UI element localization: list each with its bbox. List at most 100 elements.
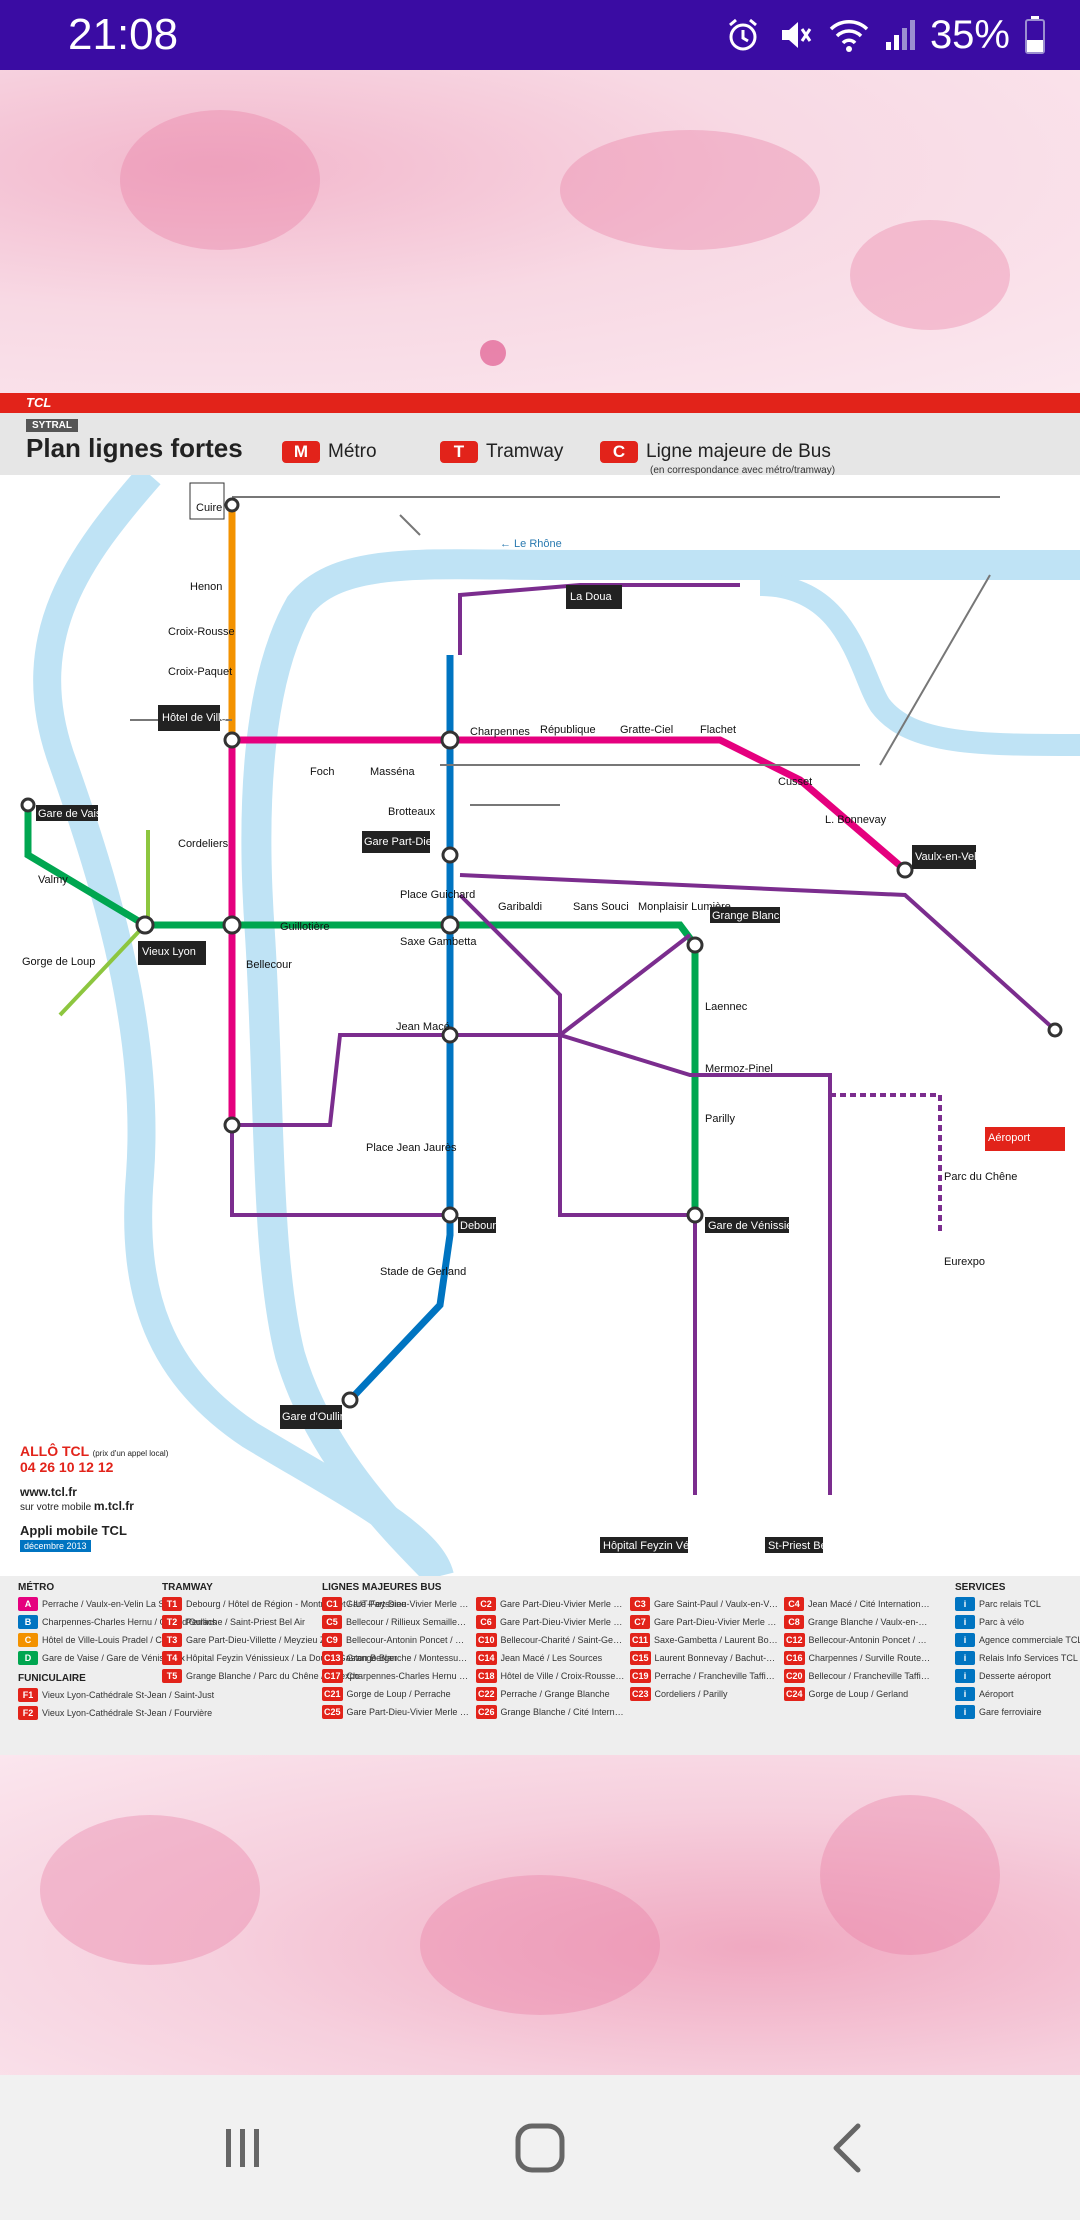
phone-number[interactable]: 04 26 10 12 12: [20, 1459, 114, 1475]
service-item: i Desserte aéroport: [955, 1669, 1075, 1683]
legend-bus-sub: (en correspondance avec métro/tramway): [650, 465, 836, 476]
label-parilly: Parilly: [705, 1113, 735, 1125]
label-gare-venissieux: Gare de Vénissieux: [708, 1220, 804, 1232]
chip-bus: C4: [784, 1597, 804, 1611]
footer-bus-text: Gare Part-Dieu-Vivier Merle / Écully Le …: [500, 1617, 624, 1627]
station-cuire: [224, 497, 240, 513]
service-icon: i: [955, 1633, 975, 1647]
chip-bus: C13: [322, 1651, 343, 1665]
footer-bus-text: Bellecour-Antonin Poncet / Hôpitaux Est: [346, 1635, 470, 1645]
footer-funicular-title: FUNICULAIRE: [18, 1673, 86, 1684]
legend-bus: C Ligne majeure de Bus: [600, 441, 831, 463]
mobile-website[interactable]: m.tcl.fr: [93, 1499, 134, 1513]
footer-bus-text: Bellecour-Charité / Saint-Genis Barolles: [500, 1635, 625, 1645]
website[interactable]: www.tcl.fr: [20, 1485, 77, 1499]
chip-metro-a: A: [18, 1597, 38, 1611]
chip-bus: C16: [784, 1651, 805, 1665]
station-saxe-gambetta: [440, 915, 460, 935]
wallpaper-top: [0, 70, 1080, 393]
back-button[interactable]: [812, 2115, 882, 2181]
river-canal: [759, 574, 1080, 756]
label-garibaldi: Garibaldi: [498, 901, 542, 913]
footer-bus-text: Gorge de Loup / Gerland: [808, 1689, 909, 1699]
service-icon: i: [955, 1687, 975, 1701]
transit-map[interactable]: TCL SYTRAL Plan lignes fortes M Métro T …: [0, 393, 1080, 1755]
station-jean-mace: [441, 1026, 459, 1044]
label-flachet: Flachet: [700, 724, 736, 736]
footer-f1-text: Vieux Lyon-Cathédrale St-Jean / Saint-Ju…: [42, 1690, 215, 1700]
service-text: Desserte aéroport: [979, 1671, 1052, 1681]
chip-bus: C10: [476, 1633, 497, 1647]
footer-bus-text: Hôtel de Ville / Croix-Rousse Nord: [500, 1671, 625, 1681]
footer-metro-b-text: Charpennes-Charles Hernu / Gare d'Oullin…: [42, 1617, 217, 1627]
label-cordeliers: Cordeliers: [178, 838, 229, 850]
home-button[interactable]: [505, 2115, 575, 2181]
home-icon: [515, 2123, 565, 2173]
service-icon: i: [955, 1651, 975, 1665]
label-croix-rousse: Croix-Rousse: [168, 626, 235, 638]
station-charpennes: [440, 730, 460, 750]
footer-metro-a-text: Perrache / Vaulx-en-Velin La Soie: [42, 1599, 177, 1609]
station-bellecour: [222, 915, 242, 935]
label-oullins: Gare d'Oullins: [282, 1411, 352, 1423]
service-icon: i: [955, 1669, 975, 1683]
status-time: 21:08: [68, 10, 179, 59]
station-gare-venissieux: [686, 1206, 704, 1224]
footer-tram-title: TRAMWAY: [162, 1582, 213, 1593]
tcl-logo: TCL: [26, 395, 66, 411]
sytral-logo: SYTRAL: [26, 419, 78, 432]
chip-bus: C20: [784, 1669, 805, 1683]
footer-metro-d-text: Gare de Vaise / Gare de Vénissieux: [42, 1653, 185, 1663]
label-cuire: Cuire: [196, 502, 222, 514]
label-laennec: Laennec: [705, 1001, 748, 1013]
label-gerland: Stade de Gerland: [380, 1266, 466, 1278]
chip-bus: C6: [476, 1615, 496, 1629]
chip-f1: F1: [18, 1688, 38, 1702]
chip-bus: C19: [630, 1669, 651, 1683]
chip-bus: C15: [630, 1651, 651, 1665]
navigation-bar: [0, 2075, 1080, 2220]
chip-bus: C8: [784, 1615, 804, 1629]
label-brotteaux: Brotteaux: [388, 806, 436, 818]
service-icon: i: [955, 1705, 975, 1719]
label-monplaisir: Monplaisir Lumière: [638, 901, 731, 913]
recent-apps-icon: [226, 2129, 259, 2167]
footer-bus-text: Gare Part-Dieu-Vivier Merle / Cuire: [346, 1599, 470, 1609]
label-valmy: Valmy: [38, 874, 68, 886]
label-gratte-ciel: Gratte-Ciel: [620, 724, 673, 736]
signal-icon: [884, 16, 916, 54]
chip-t2: T2: [162, 1615, 182, 1629]
label-bellecour: Bellecour: [246, 959, 292, 971]
mute-icon: [776, 16, 814, 54]
label-hotel-de-ville: Hôtel de Ville: [162, 712, 227, 724]
recent-apps-button[interactable]: [208, 2115, 278, 2181]
chip-bus: C23: [630, 1687, 651, 1701]
label-eurexpo: Eurexpo: [944, 1256, 985, 1268]
funicular-f1-line: [58, 923, 147, 1017]
footer-t3-text: Gare Part-Dieu-Villette / Meyzieu Z.I.: [186, 1635, 333, 1645]
chip-metro-d: D: [18, 1651, 38, 1665]
tram-t1-line: [230, 583, 740, 1217]
footer-bus-text: Grange Blanche / Montessuy Gutenberg: [346, 1653, 471, 1663]
footer-bus-text: Jean Macé / Cité Internationale: [808, 1599, 932, 1609]
